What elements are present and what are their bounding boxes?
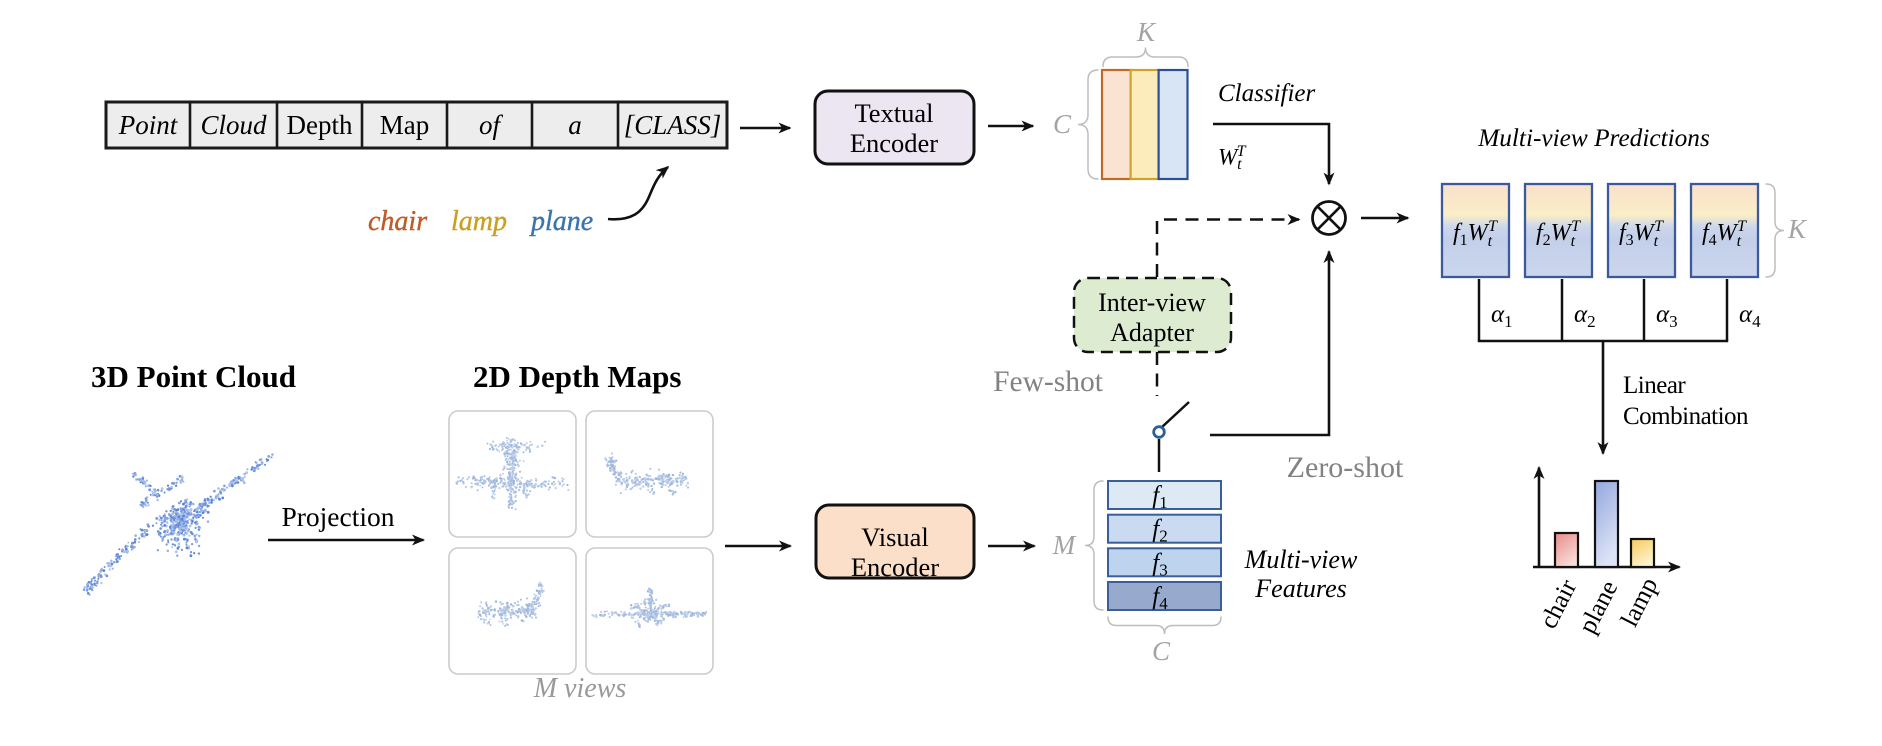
svg-text:f3WtT: f3WtT [1619,218,1664,250]
svg-text:Point: Point [118,110,179,140]
svg-text:M views: M views [533,673,627,704]
svg-text:f1WtT: f1WtT [1453,218,1498,250]
svg-text:Combination: Combination [1623,403,1749,430]
svg-text:Visual: Visual [861,522,929,552]
svg-text:lamp: lamp [451,206,507,237]
svg-text:Linear: Linear [1623,372,1686,399]
svg-text:Few-shot: Few-shot [993,366,1104,398]
svg-text:Textual: Textual [854,98,933,128]
svg-text:3D Point Cloud: 3D Point Cloud [91,359,296,394]
svg-text:Zero-shot: Zero-shot [1287,451,1404,484]
svg-text:[CLASS]: [CLASS] [624,110,722,140]
svg-text:Cloud: Cloud [200,110,267,140]
svg-text:C: C [1152,636,1171,666]
svg-text:chair: chair [368,206,427,237]
svg-text:2D Depth Maps: 2D Depth Maps [473,359,681,394]
svg-text:Multi-view: Multi-view [1244,545,1358,574]
svg-text:K: K [1136,17,1157,47]
svg-text:C: C [1053,109,1072,139]
svg-text:Inter-view: Inter-view [1098,288,1206,317]
svg-text:Adapter: Adapter [1110,318,1194,347]
svg-text:of: of [479,110,504,140]
svg-text:Classifier: Classifier [1218,80,1316,107]
svg-text:M: M [1052,530,1077,560]
svg-text:K: K [1787,214,1808,244]
svg-text:Features: Features [1254,574,1346,603]
svg-text:plane: plane [529,206,593,237]
svg-text:Map: Map [380,110,430,140]
svg-text:Multi-view Predictions: Multi-view Predictions [1477,124,1710,152]
svg-text:a: a [568,110,582,140]
svg-text:Depth: Depth [287,110,353,140]
svg-text:Projection: Projection [281,501,394,532]
svg-text:Encoder: Encoder [850,128,938,158]
svg-text:Encoder: Encoder [851,552,939,582]
